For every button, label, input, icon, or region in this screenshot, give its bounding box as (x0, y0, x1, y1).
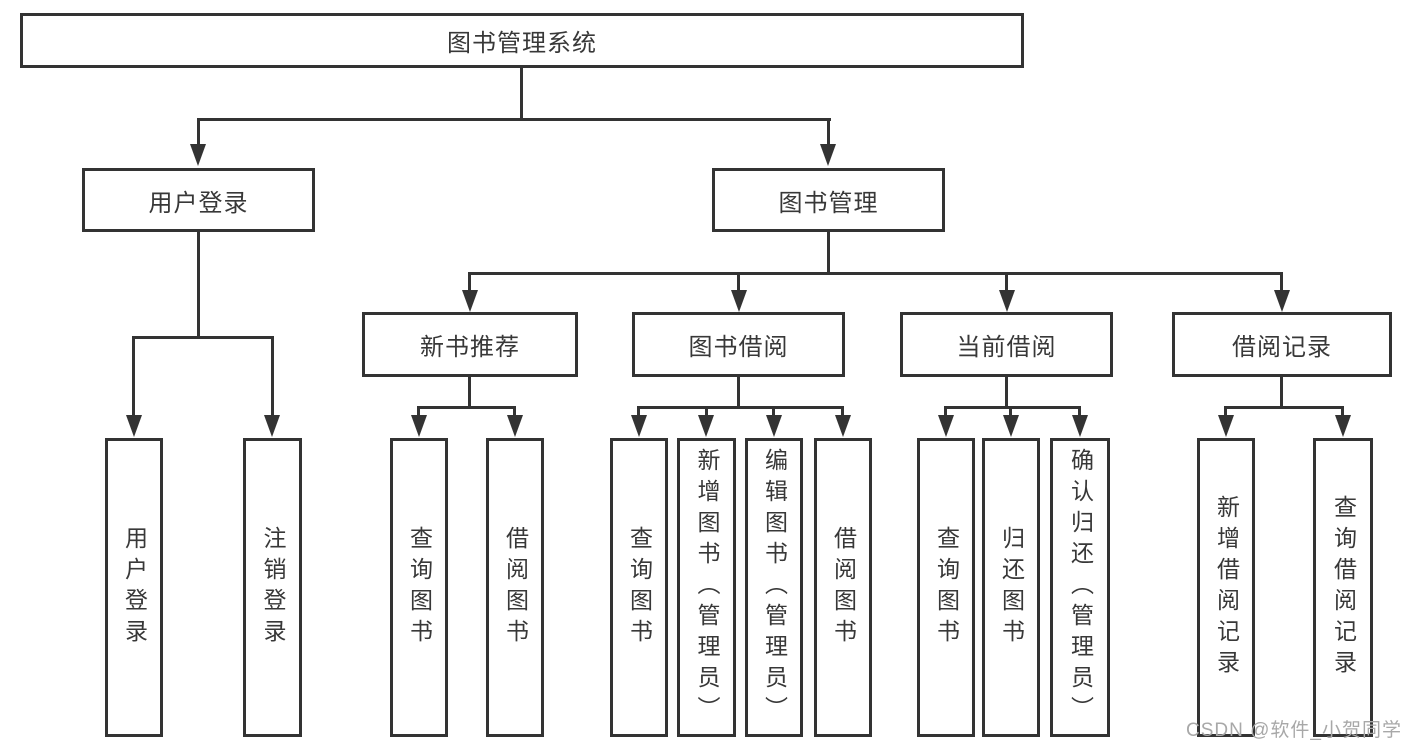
connector-line (470, 272, 1282, 275)
leaf-user-login-label: 用户登录 (121, 525, 148, 650)
node-root-label: 图书管理系统 (447, 30, 597, 57)
connector-line (197, 232, 200, 338)
csdn-watermark: CSDN @软件_小贺同学 (1186, 720, 1402, 741)
connector-line (1009, 406, 1012, 418)
connector-line (271, 336, 274, 418)
arrow-down-icon (190, 144, 206, 166)
leaf-borrow-borrow-label: 借阅图书 (830, 525, 857, 650)
node-book-mgmt-label: 图书管理 (778, 189, 879, 217)
connector-line (841, 406, 844, 418)
leaf-borrow-add-label: 新增图书（管理员） (694, 448, 720, 727)
arrow-down-icon (631, 415, 647, 437)
leaf-logout: 注销登录 (243, 438, 302, 737)
connector-line (1280, 377, 1283, 408)
leaf-current-confirm-label: 确认归还（管理员） (1067, 448, 1094, 727)
leaf-newbooks-query: 查询图书 (390, 438, 448, 737)
connector-line (944, 406, 947, 418)
connector-line (197, 118, 200, 148)
connector-line (520, 68, 523, 119)
connector-line (1224, 406, 1227, 418)
connector-line (827, 118, 830, 148)
connector-line (946, 406, 1080, 409)
leaf-current-return: 归还图书 (982, 438, 1040, 737)
connector-line (1280, 272, 1283, 294)
leaf-record-query: 查询借阅记录 (1313, 438, 1373, 737)
arrow-down-icon (1218, 415, 1234, 437)
node-current-borrow: 当前借阅 (900, 312, 1113, 377)
leaf-borrow-edit-label: 编辑图书（管理员） (761, 448, 788, 727)
arrow-down-icon (1003, 415, 1019, 437)
arrow-down-icon (938, 415, 954, 437)
leaf-logout-label: 注销登录 (260, 525, 286, 650)
leaf-current-query: 查询图书 (917, 438, 975, 737)
arrow-down-icon (1072, 415, 1088, 437)
arrow-down-icon (835, 415, 851, 437)
connector-line (737, 272, 740, 294)
arrow-down-icon (698, 415, 714, 437)
leaf-record-query-label: 查询借阅记录 (1330, 494, 1357, 681)
arrow-down-icon (999, 290, 1015, 312)
node-book-borrow-label: 图书借阅 (688, 334, 789, 361)
connector-line (419, 406, 515, 409)
node-new-books: 新书推荐 (362, 312, 578, 377)
connector-line (639, 406, 843, 409)
node-new-books-label: 新书推荐 (420, 334, 520, 361)
connector-line (132, 336, 135, 418)
leaf-user-login: 用户登录 (105, 438, 163, 737)
leaf-newbooks-borrow: 借阅图书 (486, 438, 544, 737)
connector-line (737, 377, 740, 408)
node-book-borrow: 图书借阅 (632, 312, 845, 377)
leaf-newbooks-borrow-label: 借阅图书 (502, 525, 529, 650)
leaf-record-add: 新增借阅记录 (1197, 438, 1255, 737)
arrow-down-icon (731, 290, 747, 312)
leaf-borrow-query-label: 查询图书 (626, 525, 653, 650)
connector-line (637, 406, 640, 418)
connector-line (133, 336, 274, 339)
leaf-borrow-borrow: 借阅图书 (814, 438, 872, 737)
arrow-down-icon (820, 144, 836, 166)
arrow-down-icon (1335, 415, 1351, 437)
node-user-login-label: 用户登录 (148, 189, 249, 217)
arrow-down-icon (411, 415, 427, 437)
leaf-borrow-add: 新增图书（管理员） (677, 438, 736, 737)
connector-line (1341, 406, 1344, 418)
leaf-borrow-edit: 编辑图书（管理员） (745, 438, 803, 737)
leaf-newbooks-query-label: 查询图书 (406, 525, 433, 650)
node-root: 图书管理系统 (20, 13, 1024, 68)
node-current-borrow-label: 当前借阅 (956, 334, 1057, 361)
arrow-down-icon (1274, 290, 1290, 312)
connector-line (468, 272, 471, 294)
connector-line (513, 406, 516, 418)
arrow-down-icon (264, 415, 280, 437)
connector-line (1078, 406, 1081, 418)
connector-line (827, 232, 830, 274)
leaf-current-confirm: 确认归还（管理员） (1050, 438, 1110, 737)
connector-line (197, 118, 831, 121)
node-book-mgmt: 图书管理 (712, 168, 945, 232)
arrow-down-icon (507, 415, 523, 437)
arrow-down-icon (766, 415, 782, 437)
connector-line (1005, 377, 1008, 408)
leaf-current-return-label: 归还图书 (998, 525, 1025, 650)
node-borrow-records: 借阅记录 (1172, 312, 1392, 377)
connector-line (705, 406, 708, 418)
leaf-record-add-label: 新增借阅记录 (1213, 494, 1240, 681)
connector-line (468, 377, 471, 408)
leaf-borrow-query: 查询图书 (610, 438, 668, 737)
arrow-down-icon (126, 415, 142, 437)
connector-line (1005, 272, 1008, 294)
node-borrow-records-label: 借阅记录 (1232, 334, 1332, 361)
connector-line (1226, 406, 1343, 409)
leaf-current-query-label: 查询图书 (933, 525, 960, 650)
connector-line (417, 406, 420, 418)
arrow-down-icon (462, 290, 478, 312)
connector-line (772, 406, 775, 418)
node-user-login: 用户登录 (82, 168, 315, 232)
